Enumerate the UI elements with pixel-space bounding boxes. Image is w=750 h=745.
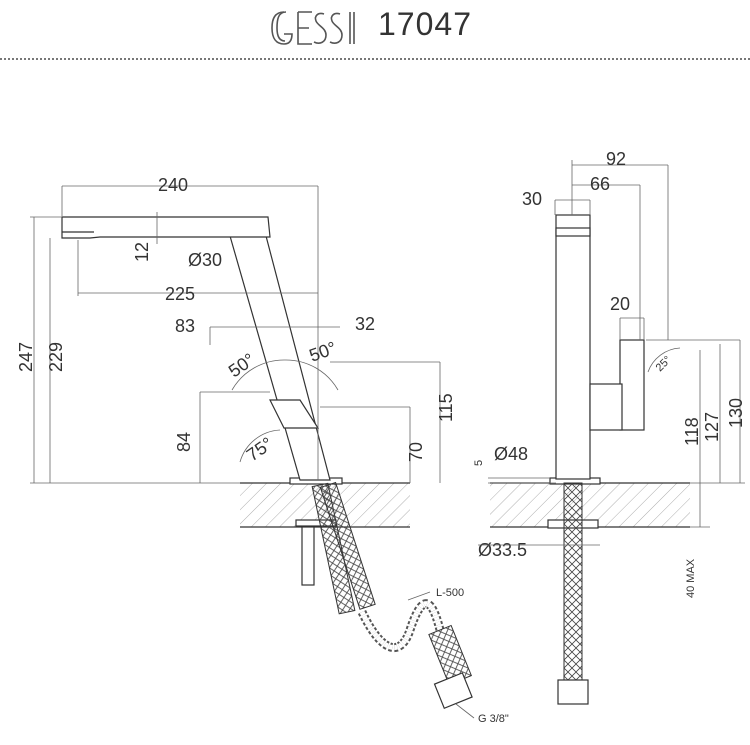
dim-diameter-33-5: Ø33.5 (478, 540, 527, 560)
dim-66: 66 (590, 174, 610, 194)
side-body (555, 214, 591, 480)
dim-225: 225 (165, 284, 195, 304)
dim-118: 118 (682, 417, 702, 446)
header: 17047 (0, 0, 750, 60)
dim-lever-angle: 25° (654, 354, 674, 374)
dim-229: 229 (46, 342, 66, 372)
gessi-logo (271, 11, 355, 45)
front-view: 240 12 Ø30 225 247 229 83 32 50° 50° 75°… (16, 175, 509, 725)
dim-32: 32 (355, 314, 375, 334)
dim-247: 247 (16, 342, 36, 372)
dim-gap-5: 5 (473, 460, 485, 466)
dim-20: 20 (610, 294, 630, 314)
dim-angle-50-right: 50° (307, 338, 339, 366)
dim-diameter-30: Ø30 (188, 250, 222, 270)
dim-30-side: 30 (522, 189, 542, 209)
dim-84: 84 (174, 432, 194, 452)
dim-angle-50-left: 50° (225, 349, 259, 381)
hose-loop (357, 599, 445, 652)
dim-40-max: 40 MAX (685, 558, 697, 598)
dim-70: 70 (406, 442, 426, 462)
dim-diameter-48: Ø48 (494, 444, 528, 464)
model-number: 17047 (378, 6, 472, 42)
dim-130: 130 (726, 398, 746, 428)
faucet-spout (61, 216, 271, 239)
side-lever (619, 339, 645, 431)
dim-115: 115 (436, 393, 456, 422)
dim-127: 127 (702, 412, 722, 442)
dim-hose-length: L-500 (436, 587, 464, 599)
dim-240: 240 (158, 175, 188, 195)
dim-12: 12 (132, 242, 152, 262)
dim-angle-75: 75° (243, 433, 277, 465)
supply-hose-side (563, 482, 583, 684)
dim-83: 83 (175, 316, 195, 336)
side-view: 92 66 30 20 25° 118 127 130 5 Ø48 Ø33.5 … (473, 149, 746, 705)
dim-thread: G 3/8" (478, 713, 509, 725)
dim-92: 92 (606, 149, 626, 169)
header-divider (0, 58, 750, 60)
